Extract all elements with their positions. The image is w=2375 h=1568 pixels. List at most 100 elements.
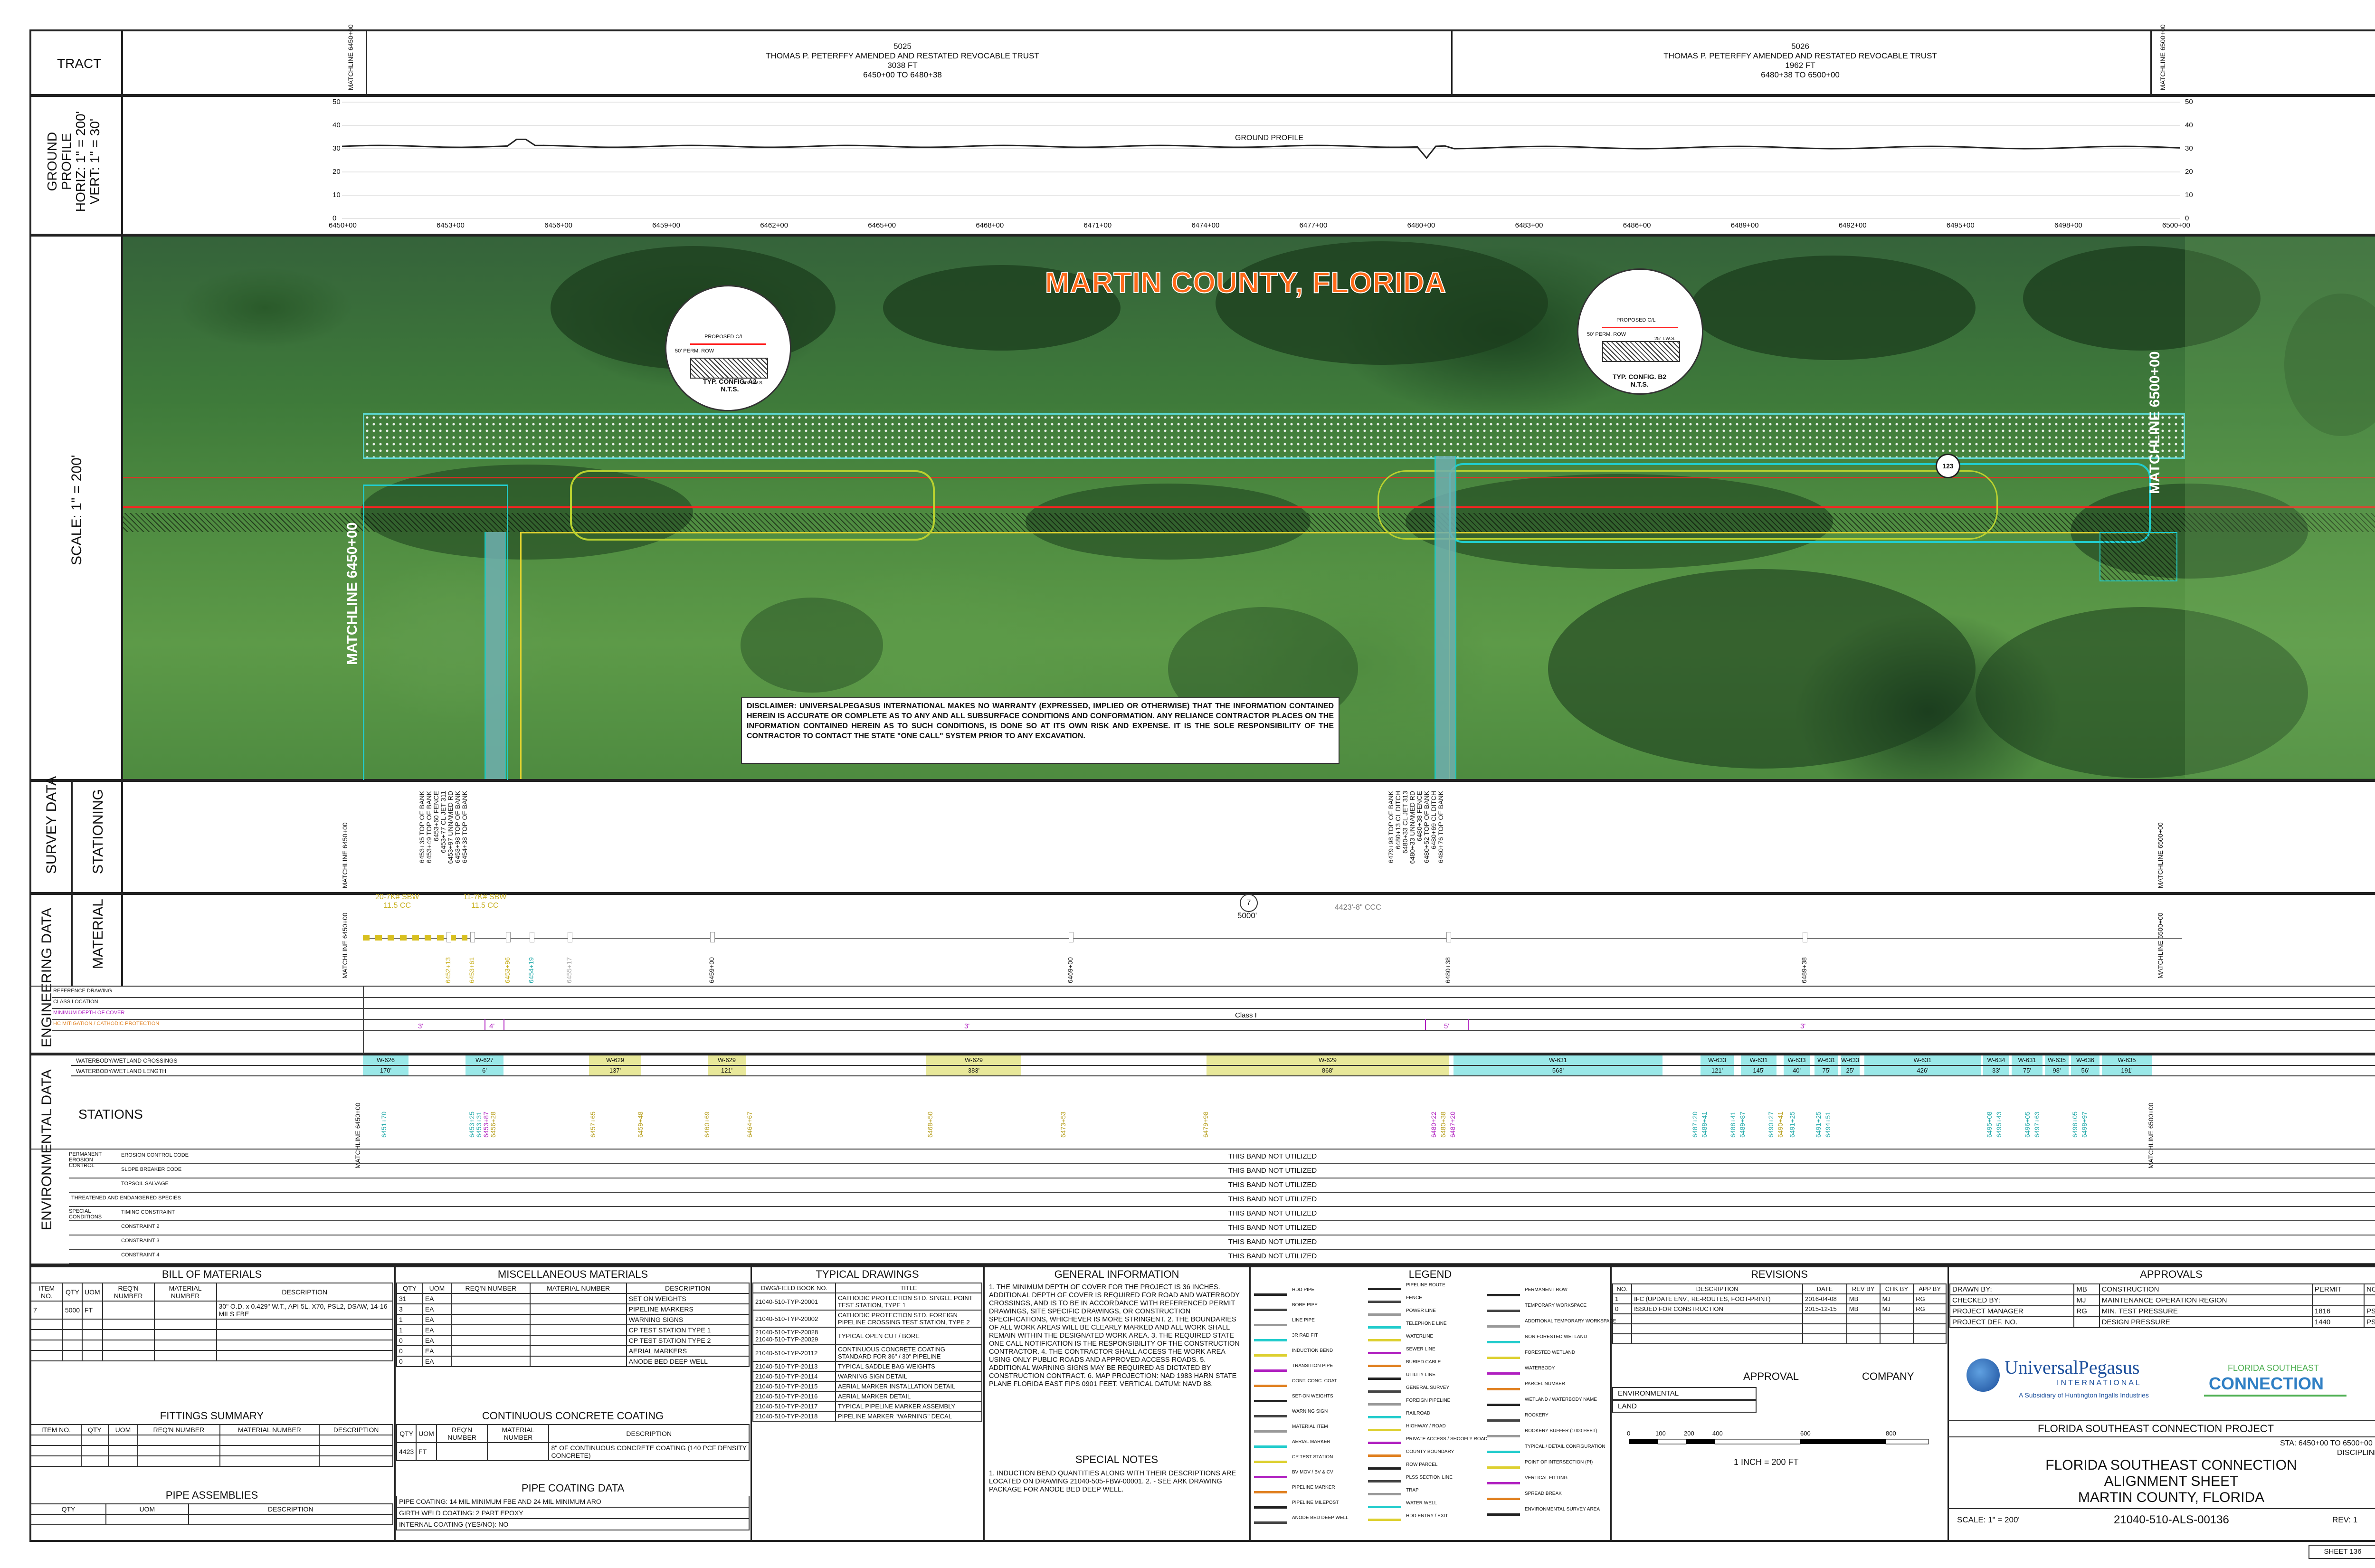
wetland-crossing: W-633 [1841,1055,1860,1065]
legend-item: TRAP [1368,1488,1482,1501]
table-header: QTY [396,1283,423,1294]
cover-value: 3' [1800,1022,1806,1030]
legend-item: AERIAL MARKER [1254,1439,1368,1454]
env-station: 6495+43 [1995,1112,2003,1138]
table-header: QTY [396,1424,417,1443]
profile-y-tick: 0 [332,214,337,222]
env-station: 6459+48 [636,1112,644,1138]
profile-station-tick: 6495+00 [1946,221,1975,229]
legend-item: RAILROAD [1368,1411,1482,1424]
legend-label: INDUCTION BEND [1292,1348,1333,1353]
profile-y-tick: 40 [2185,121,2193,129]
legend-label: HDD PIPE [1292,1287,1315,1292]
wetland-length: 33' [1983,1066,2009,1075]
engineering-group-label: ENGINEERING DATA [39,908,55,1047]
legend-symbol [1487,1387,1520,1390]
env-station: 6494+51 [1824,1112,1832,1138]
env-station: 6460+69 [703,1112,711,1138]
right-hatched-area [2100,532,2177,581]
yellow-boundary-2 [520,532,522,779]
survey-station-label: 6480+52 TOP OF BANK [1423,791,1430,864]
env-row-group: PERMANENT EROSION CONTROL [69,1151,102,1169]
revisions-title: REVISIONS [1751,1268,1808,1280]
profile-station-tick: 6456+00 [544,221,572,229]
env-row-label: TOPSOIL SALVAGE [121,1181,169,1187]
profile-y-tick: 10 [2185,191,2193,199]
material-length: 5000' [1237,911,1257,920]
legend-item: PRIVATE ACCESS / SHOOFLY ROAD [1368,1436,1488,1449]
legend-item: WATERLINE [1368,1334,1482,1347]
table-header: APP BY [1913,1283,1947,1294]
yellow-boundary [520,532,2173,533]
material-tick [530,932,534,942]
road-crossing-2 [1434,456,1456,779]
table-header: UOM [422,1283,452,1294]
legend-item: BV MOV / BV & CV [1254,1470,1368,1485]
legend-item: CONT. CONC. COAT [1254,1378,1368,1394]
legend-item: SEWER LINE [1368,1347,1482,1359]
legend-symbol [1254,1445,1287,1448]
legend-symbol [1254,1339,1287,1341]
legend-label: POWER LINE [1406,1308,1436,1313]
profile-y-tick: 0 [2185,214,2189,222]
legend-label: ROOKERY BUFFER (1000 FEET) [1525,1428,1597,1434]
scale-tick: 600 [1800,1430,1811,1437]
legend-label: WETLAND / WATERBODY NAME [1525,1397,1597,1402]
legend-item: TYPICAL / DETAIL CONFIGURATION [1487,1444,1605,1460]
legend-item: BORE PIPE [1254,1302,1368,1318]
legend-symbol [1254,1415,1287,1417]
legend-symbol [1254,1476,1287,1478]
legend-label: CONT. CONC. COAT [1292,1378,1337,1384]
profile-station-tick: 6500+00 [2162,221,2190,229]
profile-y-tick: 50 [332,98,341,106]
survey-station-label: 6480+38 FENCE [1416,791,1423,842]
discipline: DISCIPLINE#: 03 [2337,1449,2375,1457]
env-station: 6464+67 [746,1112,753,1138]
legend-label: NON FORESTED WETLAND [1525,1334,1587,1340]
wetland-crossing: W-631 [2012,1055,2042,1065]
env-row-label: CONSTRAINT 2 [121,1224,160,1229]
legend-item: FOREIGN PIPELINE [1368,1398,1482,1411]
stations-label: STATIONS [78,1107,143,1121]
table-header: DESCRIPTION [216,1283,393,1302]
tract-matchline-left: MATCHLINE 6450+00 [347,24,354,90]
wetland-outline-3 [1378,470,1998,540]
wetland-length: 75' [2012,1066,2042,1075]
env-station: 6480+38 [1439,1112,1447,1138]
table-header: DATE [1802,1283,1847,1294]
legend-label: VERTICAL FITTING [1525,1475,1568,1481]
table-header: QTY [30,1503,106,1515]
ground-profile-chart [342,102,2180,219]
legend-symbol [1368,1287,1401,1290]
legend-label: SPREAD BREAK [1525,1491,1562,1496]
legend-item: FENCE [1368,1295,1482,1308]
table-header: MATERIAL NUMBER [487,1424,550,1443]
legend-label: SET-ON WEIGHTS [1292,1394,1333,1399]
general-text: 1. THE MINIMUM DEPTH OF COVER FOR THE PR… [989,1283,1240,1388]
table-header: DESCRIPTION [319,1424,393,1435]
cover-divider [1468,1019,1469,1030]
legend-item: POINT OF INTERSECTION (PI) [1487,1460,1601,1475]
survey-station-label: 6453+98 TOP OF BANK [454,791,461,864]
env-row-label: CONSTRAINT 4 [121,1252,160,1258]
legend-label: PARCEL NUMBER [1525,1381,1566,1387]
legend-symbol [1368,1416,1401,1418]
typical-title: TYPICAL DRAWINGS [816,1268,919,1280]
legend-label: 3R RAD FIT [1292,1333,1318,1338]
cover-value: 5' [1444,1022,1450,1030]
eng-row-label: REFERENCE DRAWING [53,988,112,994]
misc-title: MISCELLANEOUS MATERIALS [497,1268,648,1280]
table-header: ITEM NO. [30,1424,82,1435]
material-ccc: 4423'-8" CCC [1335,903,1381,912]
legend-label: WATER WELL [1406,1501,1437,1506]
env-row-value: THIS BAND NOT UTILIZED [1228,1152,1317,1160]
